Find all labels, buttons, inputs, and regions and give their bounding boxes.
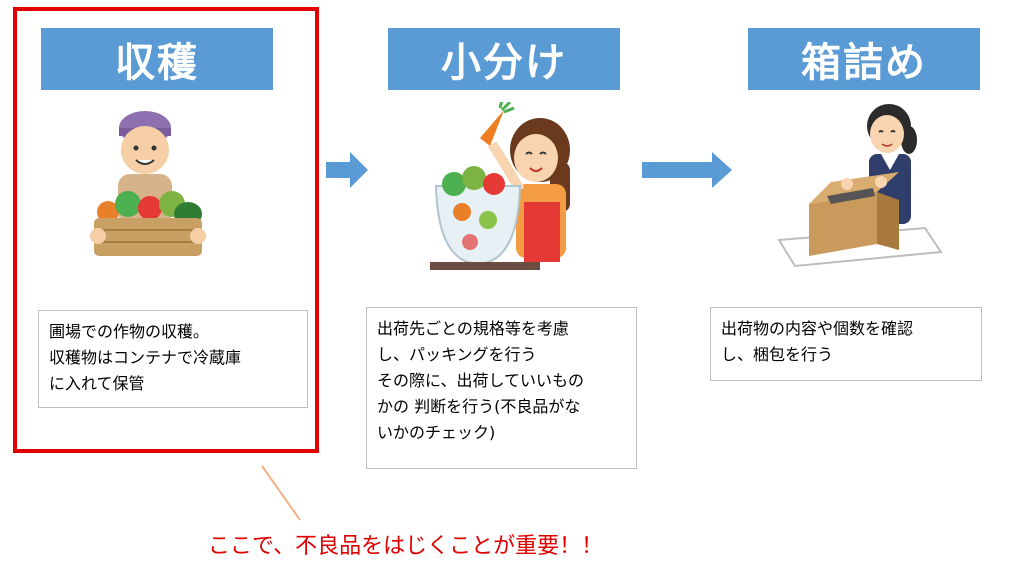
description-line: その際に、出荷していいもの <box>377 371 585 390</box>
callout-note: ここで、不良品をはじくことが重要！！ <box>208 534 604 559</box>
arrow-right-icon <box>642 152 732 188</box>
description-line: に入れて保管 <box>49 374 145 393</box>
description-line: 出荷先ごとの規格等を考慮 <box>377 319 569 338</box>
step-description-boxing: 出荷物の内容や個数を確認 し、梱包を行う <box>710 307 982 381</box>
description-line: 収穫物はコンテナで冷蔵庫 <box>49 348 242 367</box>
woman-packing-box-illustration <box>777 104 943 268</box>
step-header-subdivide: 小分け <box>388 28 620 90</box>
description-line: し、パッキングを行う <box>377 345 537 364</box>
woman-packing-vegetables-illustration <box>430 102 570 270</box>
step-header-boxing: 箱詰め <box>748 28 980 90</box>
description-line: 圃場での作物の収穫。 <box>49 322 210 341</box>
step-description-subdivide: 出荷先ごとの規格等を考慮 し、パッキングを行う その際に、出荷していいもの かの… <box>366 307 637 469</box>
description-line: かの 判断を行う(不良品がな <box>377 397 581 416</box>
description-line: 出荷物の内容や個数を確認 <box>721 319 914 338</box>
step-header-harvest: 収穫 <box>41 28 273 90</box>
description-line: いかのチェック) <box>377 423 496 442</box>
arrow-right-icon <box>326 152 368 188</box>
description-line: し、梱包を行う <box>721 345 834 364</box>
highlight-frame <box>13 7 319 453</box>
farmer-with-vegetable-basket-illustration <box>90 111 206 256</box>
step-description-harvest: 圃場での作物の収穫。 収穫物はコンテナで冷蔵庫 に入れて保管 <box>38 310 308 408</box>
